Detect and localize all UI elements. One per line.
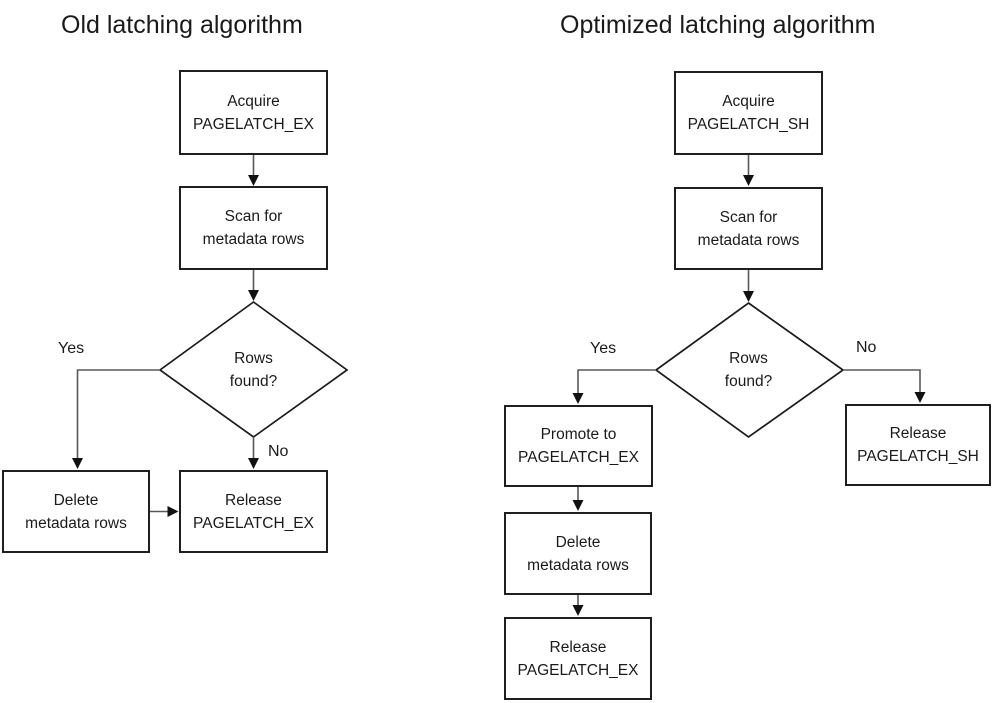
opt-decision-label: Rows found? [724,350,773,390]
old-delete-box: Delete metadata rows [2,470,150,553]
old-release-box: Release PAGELATCH_EX [179,470,328,553]
arrow-opt-acquire-to-scan [743,155,754,186]
opt-release-sh-box: Release PAGELATCH_SH [845,404,991,486]
opt-yes-label: Yes [590,340,617,357]
opt-acquire-box: Acquire PAGELATCH_SH [674,71,823,155]
opt-delete-box: Delete metadata rows [504,512,652,595]
arrow-old-delete-to-release [150,506,179,517]
arrow-opt-scan-to-decision [743,270,754,302]
opt-decision-diamond [654,301,845,439]
opt-promote-box: Promote to PAGELATCH_EX [504,405,653,487]
old-no-label: No [268,443,289,460]
arrow-opt-promote-to-delete [572,487,584,511]
arrow-old-acquire-to-scan [248,155,259,186]
opt-scan-box: Scan for metadata rows [674,187,823,270]
arrow-opt-delete-to-release [572,595,584,616]
old-scan-box: Scan for metadata rows [179,186,328,270]
old-yes-label: Yes [58,340,85,357]
old-algorithm-title: Old latching algorithm [61,11,303,39]
opt-no-label: No [856,339,877,356]
old-decision-label: Rows found? [229,350,278,390]
opt-release-ex-box: Release PAGELATCH_EX [504,617,652,700]
optimized-algorithm-title: Optimized latching algorithm [560,11,876,39]
arrow-opt-yes-branch [572,369,656,404]
arrow-old-yes-branch [72,369,160,469]
arrow-old-scan-to-decision [248,270,259,301]
arrow-opt-no-branch [843,369,926,403]
arrow-old-no-branch [248,437,259,469]
old-acquire-box: Acquire PAGELATCH_EX [179,70,328,155]
